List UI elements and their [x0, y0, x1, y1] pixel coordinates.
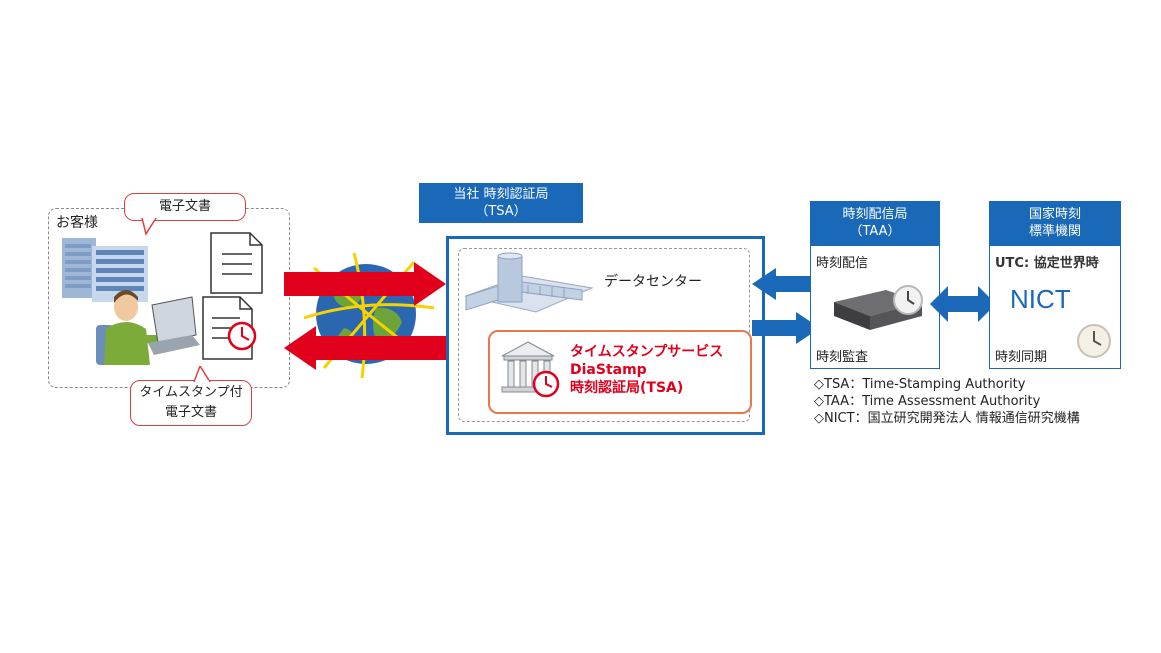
customer-title: お客様 — [56, 215, 98, 231]
tsa-header-line1: 当社 時刻認証局 — [453, 187, 549, 202]
time-audit-arrow — [752, 312, 820, 344]
legend: ◇TSA：Time-Stamping Authority ◇TAA：Time A… — [814, 376, 1080, 427]
nict-header-line2: 標準機関 — [1028, 224, 1081, 239]
nict-sync-label: 時刻同期 — [995, 350, 1048, 365]
service-tsa: 時刻認証局(TSA) — [570, 380, 684, 396]
time-delivery-arrow — [752, 268, 820, 300]
nict-logo: NICT — [1010, 284, 1071, 314]
server-clock-icon — [834, 285, 923, 330]
taa-delivery-label: 時刻配信 — [816, 256, 869, 271]
service-brand: DiaStamp — [570, 362, 647, 378]
taa-audit-label: 時刻監査 — [816, 350, 869, 365]
legend-item: ◇TAA：Time Assessment Authority — [814, 394, 1041, 409]
stamped-callout-line2: 電子文書 — [164, 405, 217, 420]
upload-arrow — [284, 262, 446, 306]
document-callout: 電子文書 — [124, 193, 246, 221]
document-icon — [210, 232, 263, 294]
legend-item: ◇NICT：国立研究開発法人 情報通信研究機構 — [814, 411, 1080, 426]
service-name: タイムスタンプサービス — [570, 344, 724, 360]
authority-building-clock-icon — [501, 341, 560, 398]
callout-tail-icon — [193, 366, 211, 382]
clock-icon — [1077, 324, 1111, 358]
data-flow-arrows — [284, 262, 446, 370]
taa-header: 時刻配信局 （TAA） — [810, 201, 940, 245]
datacenter-building-icon — [464, 252, 594, 313]
nict-utc-label: UTC: 協定世界時 — [995, 256, 1099, 271]
return-arrow — [284, 326, 446, 370]
taa-header-line2: （TAA） — [849, 224, 901, 239]
stamped-document-icon — [202, 296, 257, 360]
taa-header-line1: 時刻配信局 — [842, 207, 908, 222]
nict-header-line1: 国家時刻 — [1028, 207, 1081, 222]
tsa-header: 当社 時刻認証局 （TSA） — [419, 183, 583, 223]
stamped-callout-line1: タイムスタンプ付 — [139, 385, 243, 400]
stamped-document-callout: タイムスタンプ付 電子文書 — [130, 380, 252, 426]
time-sync-arrow — [930, 286, 996, 322]
callout-tail-icon — [141, 218, 157, 236]
tsa-header-line2: （TSA） — [475, 204, 527, 219]
datacenter-label: データセンター — [604, 274, 702, 290]
nict-header: 国家時刻 標準機関 — [989, 201, 1121, 245]
legend-item: ◇TSA：Time-Stamping Authority — [814, 377, 1026, 392]
person-at-laptop-icon — [96, 290, 200, 365]
tsa-taa-arrows — [752, 268, 820, 344]
